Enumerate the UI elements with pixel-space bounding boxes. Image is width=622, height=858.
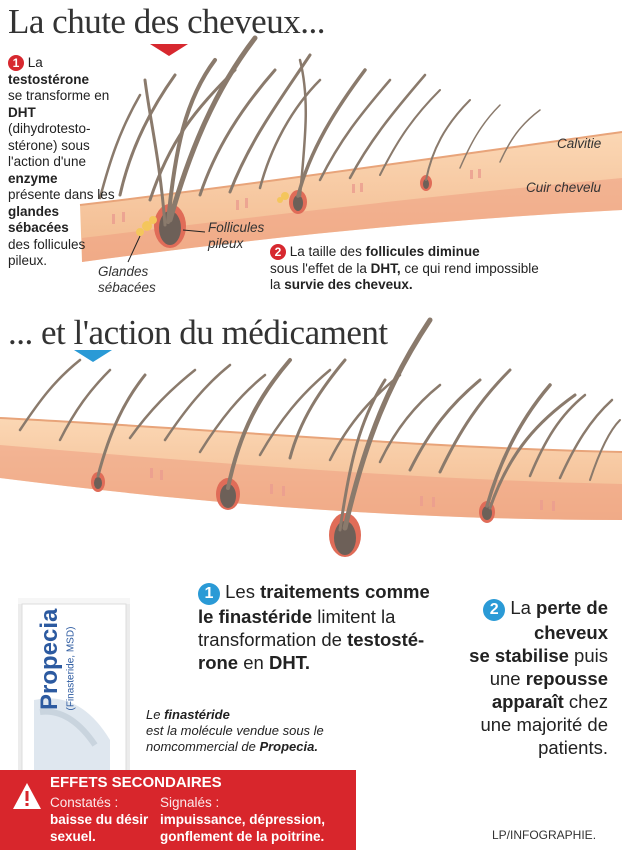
propecia-subtitle: (Finasteride, MSD) — [65, 626, 77, 711]
section2-step1-text: 1 Les traitements comme le finastéride l… — [198, 581, 430, 673]
step2-badge: 2 — [270, 244, 286, 260]
section2-title: ... et l'action du médicament — [8, 313, 388, 352]
warning-icon — [12, 782, 42, 810]
label-calvitie: Calvitie — [557, 136, 602, 151]
section1-step2-text: 2 La taille des follicules diminue sous … — [270, 244, 539, 292]
side-effects-reported: Signalés : impuissance, dépression, gonf… — [160, 795, 326, 844]
propecia-logo: Propecia (Finasteride, MSD) — [30, 608, 77, 712]
step1-badge: 1 — [8, 55, 24, 71]
side-effects-observed: Constatés : baisse du désir sexuel. — [50, 795, 149, 844]
section1-step1-text: 1 La testostérone se transforme en DHT (… — [8, 55, 115, 268]
section2-step2-text: 2 La perte de cheveux se stabilise puis … — [469, 597, 608, 758]
credit: LP/INFOGRAPHIE. — [492, 828, 597, 842]
bottom-scalp — [0, 317, 622, 557]
propecia-brand: Propecia — [36, 608, 63, 710]
top-scalp — [79, 35, 622, 263]
label-cuir-chevelu: Cuir chevelu — [526, 180, 602, 195]
step1-badge-blue: 1 — [198, 583, 220, 605]
side-effects-title: EFFETS SECONDAIRES — [50, 774, 222, 791]
step2-badge-blue: 2 — [483, 599, 506, 621]
label-glandes: Glandes sébacées — [98, 264, 156, 295]
red-triangle-marker — [150, 44, 188, 56]
label-follicules: Follicules pileux — [208, 220, 265, 251]
blue-triangle-marker — [74, 350, 112, 362]
section1-title: La chute des cheveux... — [8, 2, 325, 41]
propecia-box-illustration — [18, 598, 130, 776]
side-effects-panel: EFFETS SECONDAIRES Constatés : baisse du… — [0, 770, 356, 850]
product-caption: Le finastéride est la molécule vendue so… — [146, 707, 324, 754]
